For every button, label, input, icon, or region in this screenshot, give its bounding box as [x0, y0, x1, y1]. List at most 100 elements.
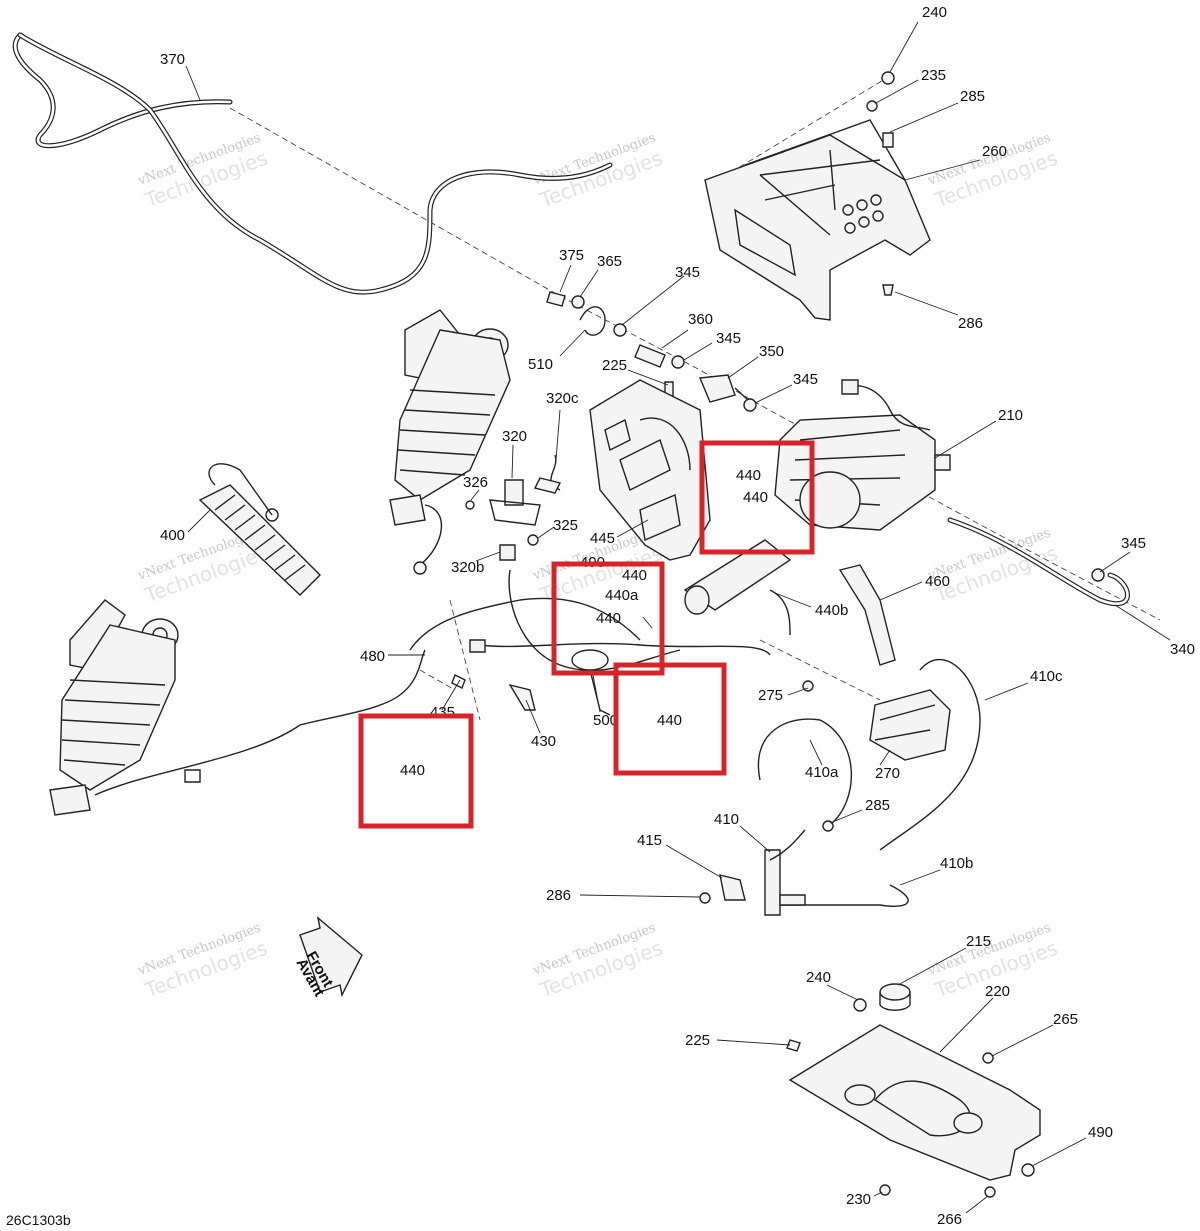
fastener-240-top — [881, 71, 895, 85]
callout-215: 215 — [966, 933, 991, 950]
callout-210: 210 — [998, 407, 1023, 424]
line-410c — [879, 658, 981, 851]
fastener-266 — [984, 1186, 996, 1198]
shock-absorber-upper — [389, 309, 511, 575]
callout-410a: 410a — [805, 764, 839, 781]
callout-266: 266 — [937, 1211, 962, 1228]
watermark: vNext Technologies Technologies — [135, 920, 270, 1002]
watermark: vNext Technologies Technologies — [530, 920, 665, 1002]
callout-375: 375 — [559, 247, 584, 264]
callout-440-hidden: 440 — [736, 467, 761, 484]
callout-340: 340 — [1170, 641, 1195, 658]
highlight-box-440[interactable]: 440 — [613, 662, 727, 776]
fitting-345-a — [613, 323, 627, 337]
filter-350 — [698, 374, 749, 403]
callout-440a: 440a — [605, 587, 639, 604]
harness-500 — [409, 569, 771, 716]
bracket-260 — [704, 119, 931, 321]
callout-510: 510 — [528, 356, 553, 373]
callout-345-d: 345 — [1121, 535, 1146, 552]
callout-225-b: 225 — [685, 1032, 710, 1049]
air-tube-370 — [12, 32, 613, 295]
callout-285-top: 285 — [960, 88, 985, 105]
front-arrow-icon: Front Avant — [293, 916, 363, 1000]
line-410a — [757, 718, 852, 826]
assembly-centerline — [419, 599, 481, 721]
callout-320: 320 — [502, 428, 527, 445]
highlight-label-440: 440 — [657, 712, 682, 729]
callout-325: 325 — [553, 517, 578, 534]
callout-400: 400 — [160, 527, 185, 544]
sleeve-360 — [634, 344, 666, 368]
callout-225-a: 225 — [602, 357, 627, 374]
callout-490: 490 — [1088, 1124, 1113, 1141]
fastener-230 — [879, 1184, 891, 1196]
fitting-345-d — [1091, 568, 1105, 582]
shock-absorber-lower — [49, 599, 301, 816]
boot-400 — [198, 463, 321, 596]
washer-326 — [465, 500, 475, 510]
callout-440-obscured: 440 — [622, 567, 647, 584]
fitting-345-b — [671, 355, 685, 369]
leader-lines — [185, 21, 1171, 1214]
base-plate-220 — [788, 1024, 1041, 1181]
callout-360: 360 — [688, 311, 713, 328]
callout-345-b: 345 — [716, 330, 741, 347]
bumper-215 — [879, 983, 911, 1011]
callout-440b: 440b — [815, 602, 848, 619]
fastener-240-bottom — [853, 998, 867, 1012]
fastener-286-top — [882, 284, 894, 296]
bracket-430 — [508, 683, 536, 711]
callout-270: 270 — [875, 765, 900, 782]
valve-320 — [489, 479, 541, 526]
compressor-210 — [774, 379, 951, 531]
callout-445: 445 — [590, 530, 615, 547]
screw-225-b — [786, 1039, 801, 1052]
tube-340 — [947, 517, 1130, 607]
line-440b — [769, 589, 791, 636]
mounting-plate-445 — [589, 379, 711, 561]
callout-480: 480 — [360, 648, 385, 665]
callout-235: 235 — [921, 67, 946, 84]
callout-345-c: 345 — [793, 371, 818, 388]
connector-480 — [469, 639, 486, 653]
fitting-345-c — [743, 398, 757, 412]
connector-375 — [546, 291, 566, 307]
loop-510 — [579, 306, 606, 336]
highlight-label-440: 440 — [400, 762, 425, 779]
fastener-265 — [982, 1052, 994, 1064]
fastener-235 — [866, 100, 878, 112]
callout-286-top: 286 — [958, 315, 983, 332]
tube-480 — [299, 649, 426, 726]
callout-320b: 320b — [451, 559, 484, 576]
nut-325 — [527, 534, 539, 546]
fitting-410 — [764, 829, 806, 916]
clamp-415 — [719, 874, 746, 901]
callout-labels: 240 235 285 260 286 370 375 365 345 360 … — [160, 4, 1195, 1228]
highlight-boxes: 440 440 440 440 — [358, 440, 815, 829]
callout-460: 460 — [925, 573, 950, 590]
screw-285-mid — [822, 820, 834, 832]
callout-220: 220 — [985, 983, 1010, 1000]
cylinder-440 — [683, 539, 792, 615]
callout-275: 275 — [758, 687, 783, 704]
highlight-label-440: 440 — [743, 489, 768, 506]
highlight-box-440[interactable]: 440 — [551, 561, 665, 676]
callout-240-top: 240 — [922, 4, 947, 21]
connector-320c — [533, 454, 562, 494]
callout-365: 365 — [597, 253, 622, 270]
fastener-490-bottom — [1021, 1163, 1035, 1177]
callout-286-mid: 286 — [546, 887, 571, 904]
fastener-285-top — [882, 132, 894, 148]
callout-350: 350 — [759, 343, 784, 360]
callout-260: 260 — [982, 143, 1007, 160]
highlight-label-440: 440 — [596, 610, 621, 627]
watermark: vNext Technologies Technologies — [135, 130, 270, 212]
callout-410c: 410c — [1030, 668, 1063, 685]
callout-410b: 410b — [940, 855, 973, 872]
highlight-box-440[interactable]: 440 — [699, 440, 815, 555]
callout-415: 415 — [637, 832, 662, 849]
highlight-box-440[interactable]: 440 — [358, 713, 474, 829]
screw-286-mid — [699, 892, 711, 904]
